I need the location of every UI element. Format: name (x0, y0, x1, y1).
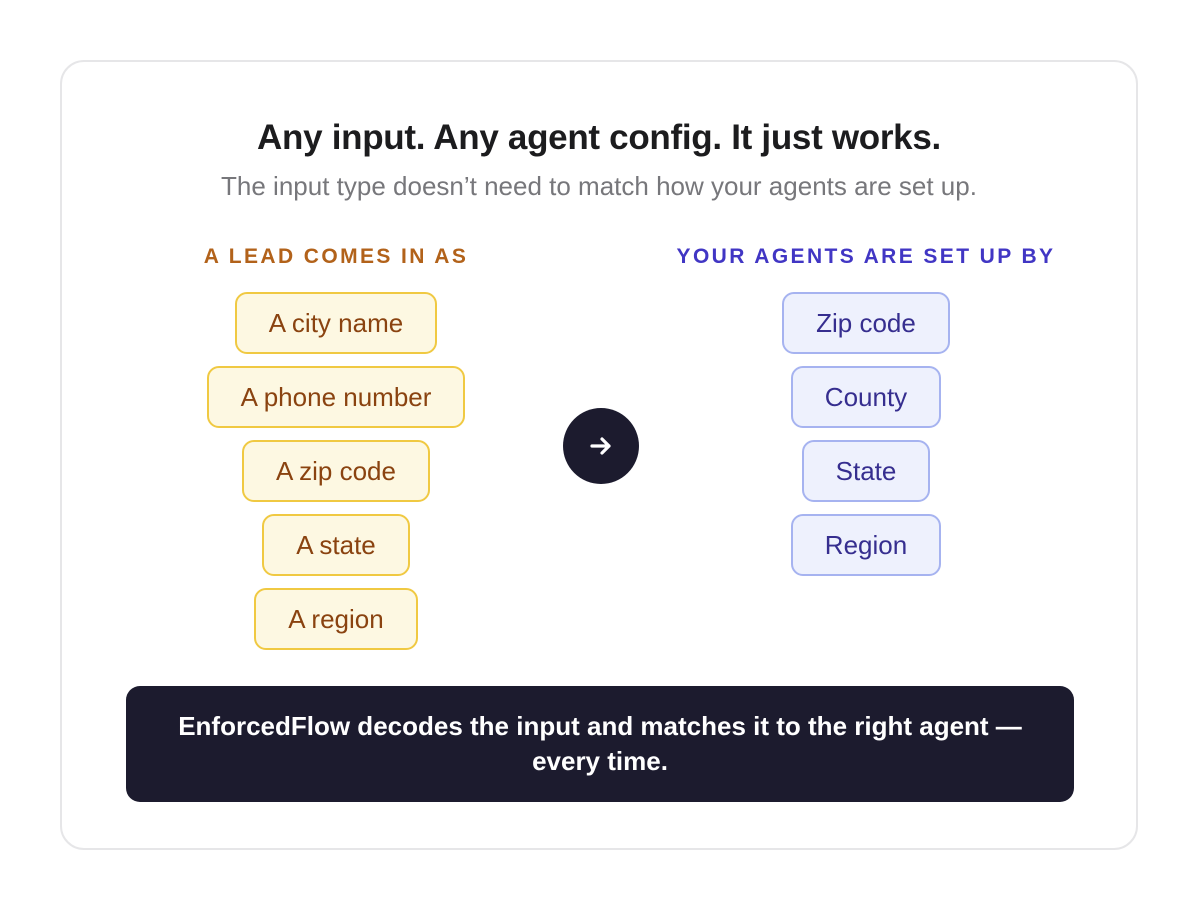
agent-column: YOUR AGENTS ARE SET UP BY Zip code Count… (658, 242, 1074, 588)
input-pill-state: A state (262, 514, 410, 576)
input-pill-city-name: A city name (234, 292, 438, 354)
agent-pill-state: State (801, 440, 931, 502)
agent-pill-zip-code: Zip code (782, 292, 950, 354)
input-pill-region: A region (254, 588, 418, 650)
arrow-right-icon (590, 437, 611, 455)
input-column-heading: A LEAD COMES IN AS (203, 245, 469, 268)
agent-column-heading: YOUR AGENTS ARE SET UP BY (676, 245, 1056, 268)
summary-banner: EnforcedFlow decodes the input and match… (126, 686, 1074, 802)
diagram-subtitle: The input type doesn’t need to match how… (221, 171, 977, 201)
diagram-title: Any input. Any agent config. It just wor… (257, 118, 941, 157)
agent-pill-county: County (790, 366, 942, 428)
diagram-card: Any input. Any agent config. It just wor… (60, 60, 1138, 850)
summary-banner-text: EnforcedFlow decodes the input and match… (178, 711, 1022, 776)
agent-pill-region: Region (790, 514, 942, 576)
input-pill-phone-number: A phone number (206, 366, 466, 428)
input-pill-zip-code: A zip code (242, 440, 430, 502)
input-column: A LEAD COMES IN AS A city name A phone n… (136, 242, 536, 662)
arrow-connector (563, 408, 639, 484)
